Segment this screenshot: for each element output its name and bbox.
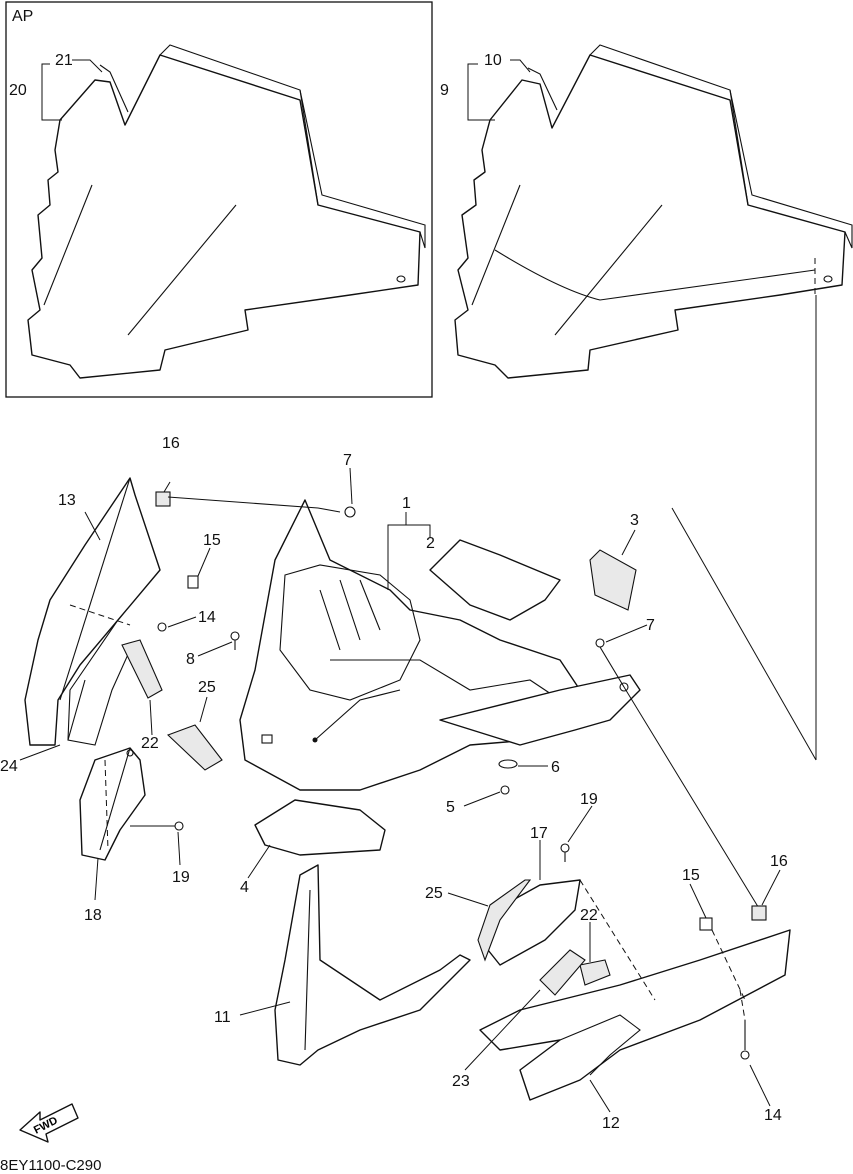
ap-inset-label: AP: [12, 8, 33, 25]
label-7: 7: [343, 452, 352, 469]
label-10: 10: [484, 52, 502, 69]
label-11: 11: [214, 1009, 231, 1026]
label-19b: 19: [172, 869, 190, 886]
pad-25-left: [166, 724, 223, 771]
label-24: 24: [0, 758, 18, 775]
label-12: 12: [602, 1115, 620, 1132]
label-9: 9: [440, 82, 449, 99]
label-18: 18: [84, 907, 102, 924]
pad-22-right: [579, 959, 611, 986]
label-15b: 15: [682, 867, 700, 884]
label-22b: 22: [580, 907, 598, 924]
part-labels: 21 20 10 9 16 7 13 1 2 15 3 14 7 8 25 22…: [0, 52, 788, 1132]
label-20: 20: [9, 82, 27, 99]
label-16: 16: [162, 435, 180, 452]
label-4: 4: [240, 879, 249, 896]
drawing-code: 8EY1100-C290: [0, 1157, 101, 1174]
reference-line-diag: [671, 507, 817, 761]
leader-lines: [19, 59, 781, 1113]
label-7b: 7: [646, 617, 655, 634]
label-14: 14: [198, 609, 216, 626]
label-22: 22: [141, 735, 159, 752]
pad-22-left: [121, 639, 163, 699]
label-5: 5: [446, 799, 455, 816]
windshield: [454, 44, 853, 379]
label-25b: 25: [425, 885, 443, 902]
windshield-ap: [27, 44, 426, 379]
label-8: 8: [186, 651, 195, 668]
pad-25-right: [477, 879, 532, 962]
left-side-cowl: [24, 477, 161, 746]
ap-inset-frame: [5, 1, 433, 398]
under-cowl-11: [274, 864, 471, 1066]
under-cowl-12: [479, 929, 791, 1101]
label-23: 23: [452, 1073, 470, 1090]
side-cover-17: [487, 879, 581, 966]
label-6: 6: [551, 759, 560, 776]
side-cover: [79, 747, 146, 861]
label-16b: 16: [770, 853, 788, 870]
fasteners: [130, 491, 767, 1060]
pad-23: [539, 949, 586, 996]
lower-cover-4: [254, 799, 386, 856]
label-13: 13: [58, 492, 76, 509]
air-duct-panel: [429, 539, 561, 621]
fwd-arrow-icon: FWD: [19, 1103, 79, 1143]
reflector-3: [589, 549, 637, 611]
label-14b: 14: [764, 1107, 782, 1124]
upper-fairing: [239, 499, 581, 791]
label-21: 21: [55, 52, 73, 69]
label-1: 1: [402, 495, 411, 512]
fairing-bracket: [439, 674, 641, 746]
label-3: 3: [630, 512, 639, 529]
label-17: 17: [530, 825, 548, 842]
label-25: 25: [198, 679, 216, 696]
label-19: 19: [580, 791, 598, 808]
label-2: 2: [426, 535, 435, 552]
label-15: 15: [203, 532, 221, 549]
